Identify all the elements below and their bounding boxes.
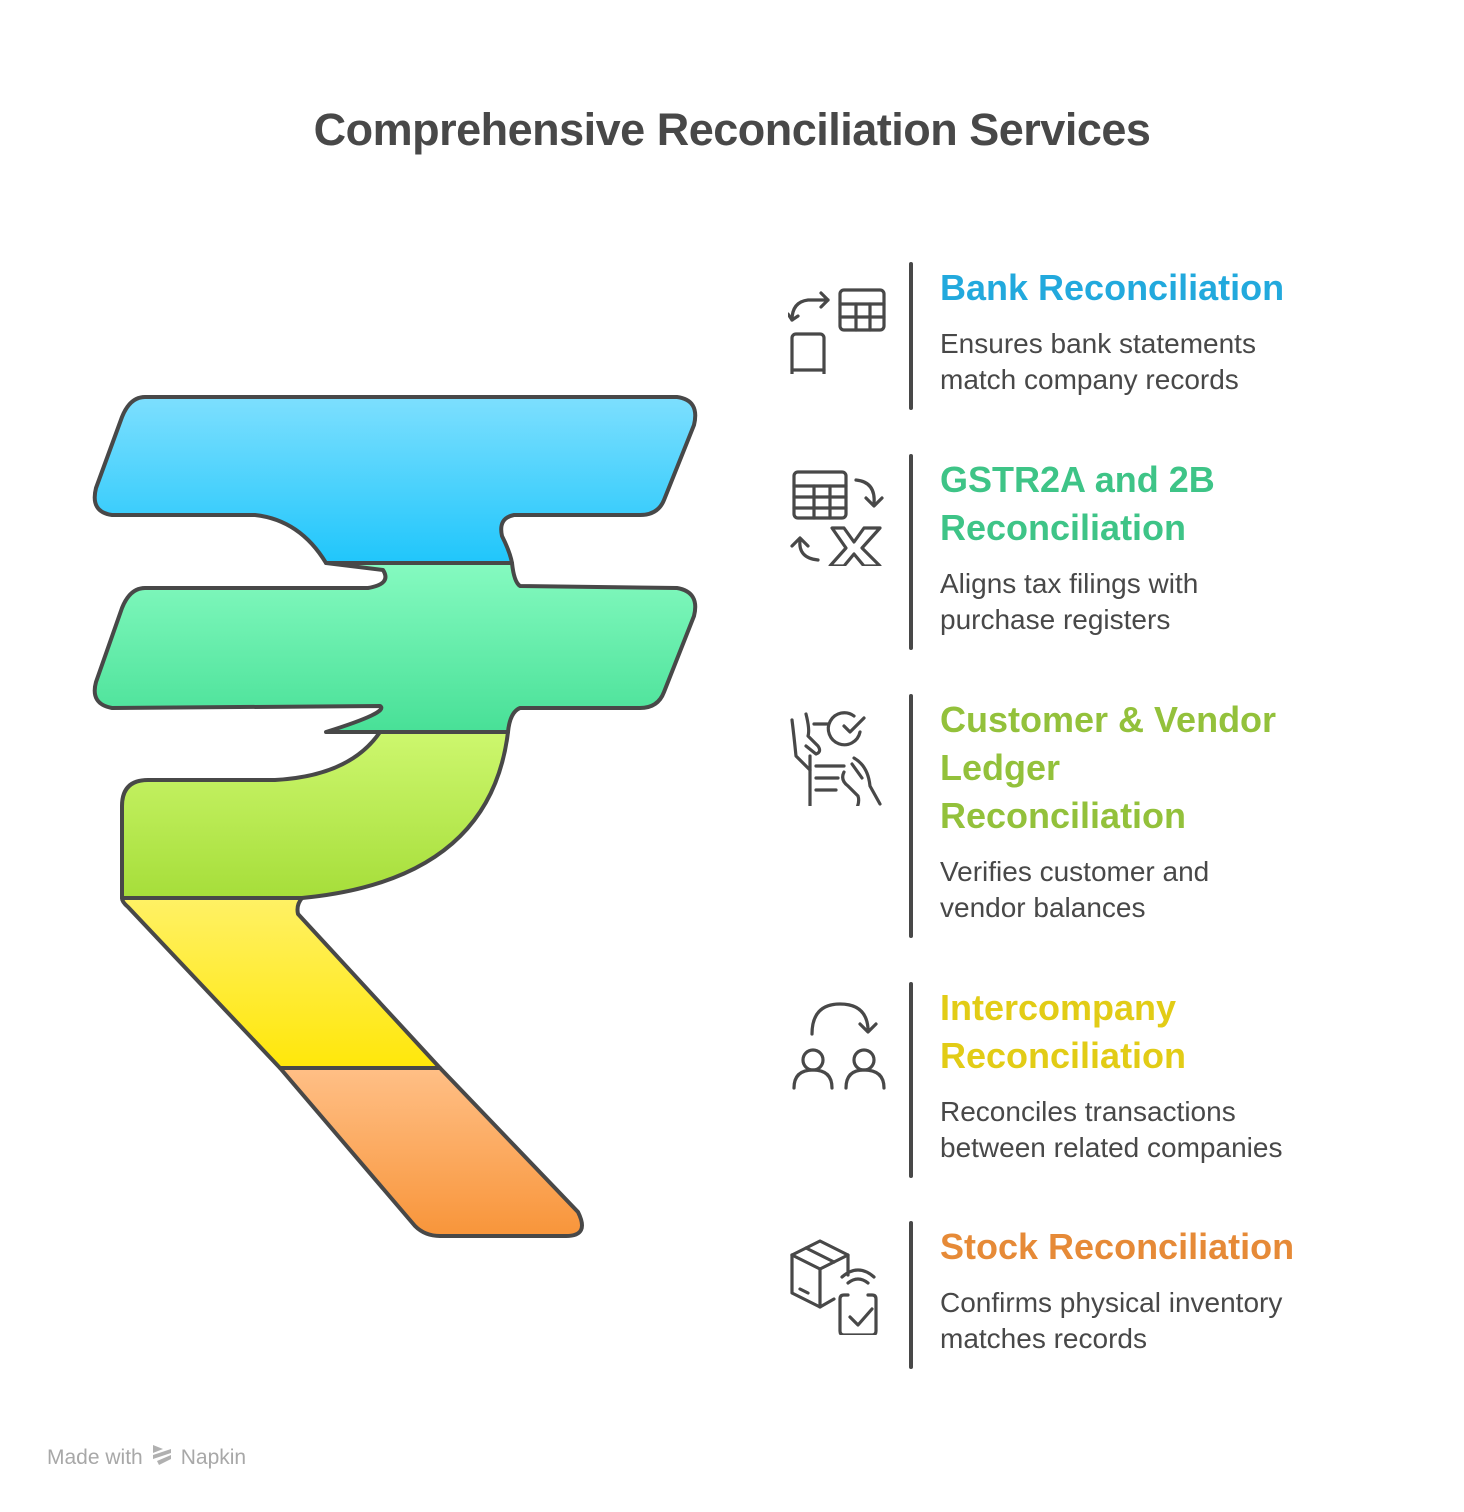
document-handover-check-icon <box>788 706 888 812</box>
desc-line: Verifies customer and <box>940 856 1210 887</box>
item-divider <box>909 262 913 410</box>
title-line: Ledger <box>940 747 1061 788</box>
desc-line: match company records <box>940 364 1239 395</box>
made-with-napkin-footer: Made with Napkin <box>47 1443 246 1473</box>
title-line: GSTR2A and 2B <box>940 459 1215 500</box>
rupee-segment-intercompany <box>120 896 442 1070</box>
item-divider <box>909 454 913 650</box>
rupee-segment-gstr <box>92 561 698 734</box>
service-stock-reconciliation: Stock Reconciliation Confirms physical i… <box>780 1221 1420 1369</box>
item-title: Stock Reconciliation <box>940 1223 1360 1271</box>
item-description: Verifies customer and vendor balances <box>940 854 1360 926</box>
desc-line: Aligns tax filings with <box>940 568 1199 599</box>
spreadsheet-excel-sync-icon <box>788 466 888 568</box>
desc-line: Ensures bank statements <box>940 328 1256 359</box>
item-divider <box>909 694 913 938</box>
item-divider <box>909 982 913 1178</box>
desc-line: purchase registers <box>940 604 1171 635</box>
item-description: Ensures bank statements match company rec… <box>940 326 1360 398</box>
title-line: Reconciliation <box>940 507 1187 548</box>
service-bank-reconciliation: Bank Reconciliation Ensures bank stateme… <box>780 262 1420 412</box>
item-description: Reconciles transactions between related c… <box>940 1094 1360 1166</box>
item-description: Aligns tax filings with purchase register… <box>940 566 1360 638</box>
desc-line: vendor balances <box>940 892 1146 923</box>
title-line: Bank Reconciliation <box>940 267 1285 308</box>
rupee-segment-ledger <box>120 730 510 900</box>
title-line: Intercompany <box>940 987 1177 1028</box>
desc-line: Reconciles transactions <box>940 1096 1236 1127</box>
people-transfer-icon <box>788 998 888 1098</box>
made-with-label: Made with <box>47 1446 143 1469</box>
title-line: Stock Reconciliation <box>940 1226 1295 1267</box>
title-line: Reconciliation <box>940 795 1187 836</box>
desc-line: matches records <box>940 1323 1147 1354</box>
page-title: Comprehensive Reconciliation Services <box>313 104 1151 155</box>
item-title: Bank Reconciliation <box>940 264 1360 312</box>
desc-line: between related companies <box>940 1132 1283 1163</box>
title-line: Reconciliation <box>940 1035 1187 1076</box>
service-gstr-reconciliation: GSTR2A and 2B Reconciliation Aligns tax f… <box>780 454 1420 650</box>
title-line: Customer & Vendor <box>940 699 1277 740</box>
box-scan-check-icon <box>788 1235 888 1337</box>
desc-line: Confirms physical inventory <box>940 1287 1283 1318</box>
bank-sync-icon <box>786 274 888 384</box>
rupee-segment-bank <box>92 395 698 565</box>
rupee-segment-stock <box>278 1066 584 1238</box>
napkin-brand-label: Napkin <box>180 1446 247 1469</box>
item-title: GSTR2A and 2B Reconciliation <box>940 456 1360 552</box>
item-divider <box>909 1221 913 1369</box>
item-description: Confirms physical inventory matches recor… <box>940 1285 1360 1357</box>
napkin-logo-icon <box>151 1443 173 1473</box>
